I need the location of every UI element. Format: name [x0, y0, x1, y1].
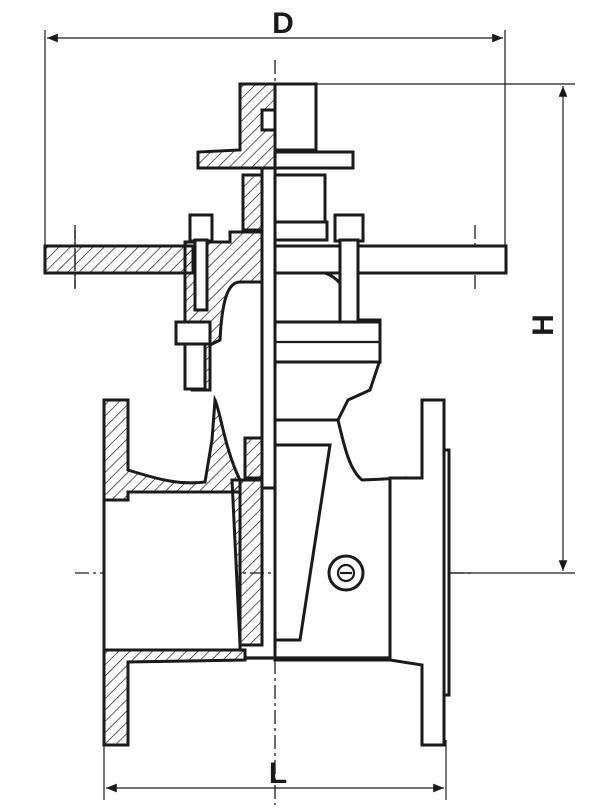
bolt-shank-right	[338, 238, 360, 324]
top-cap	[196, 82, 355, 170]
dimension-d: D	[44, 7, 506, 250]
dimension-h-label: H	[527, 314, 560, 336]
dimension-l-label: L	[269, 757, 287, 790]
valve-body	[102, 394, 451, 747]
dimension-h: H	[275, 83, 575, 574]
dimension-d-label: D	[272, 7, 294, 40]
bolt-shank-left	[193, 238, 209, 312]
bolt-shank-lower	[183, 342, 207, 391]
stem	[260, 166, 277, 490]
bolt-head-left	[188, 213, 214, 243]
bonnet	[174, 173, 382, 422]
bolt-head-lower	[174, 320, 212, 346]
bolt-head-right	[333, 213, 365, 243]
